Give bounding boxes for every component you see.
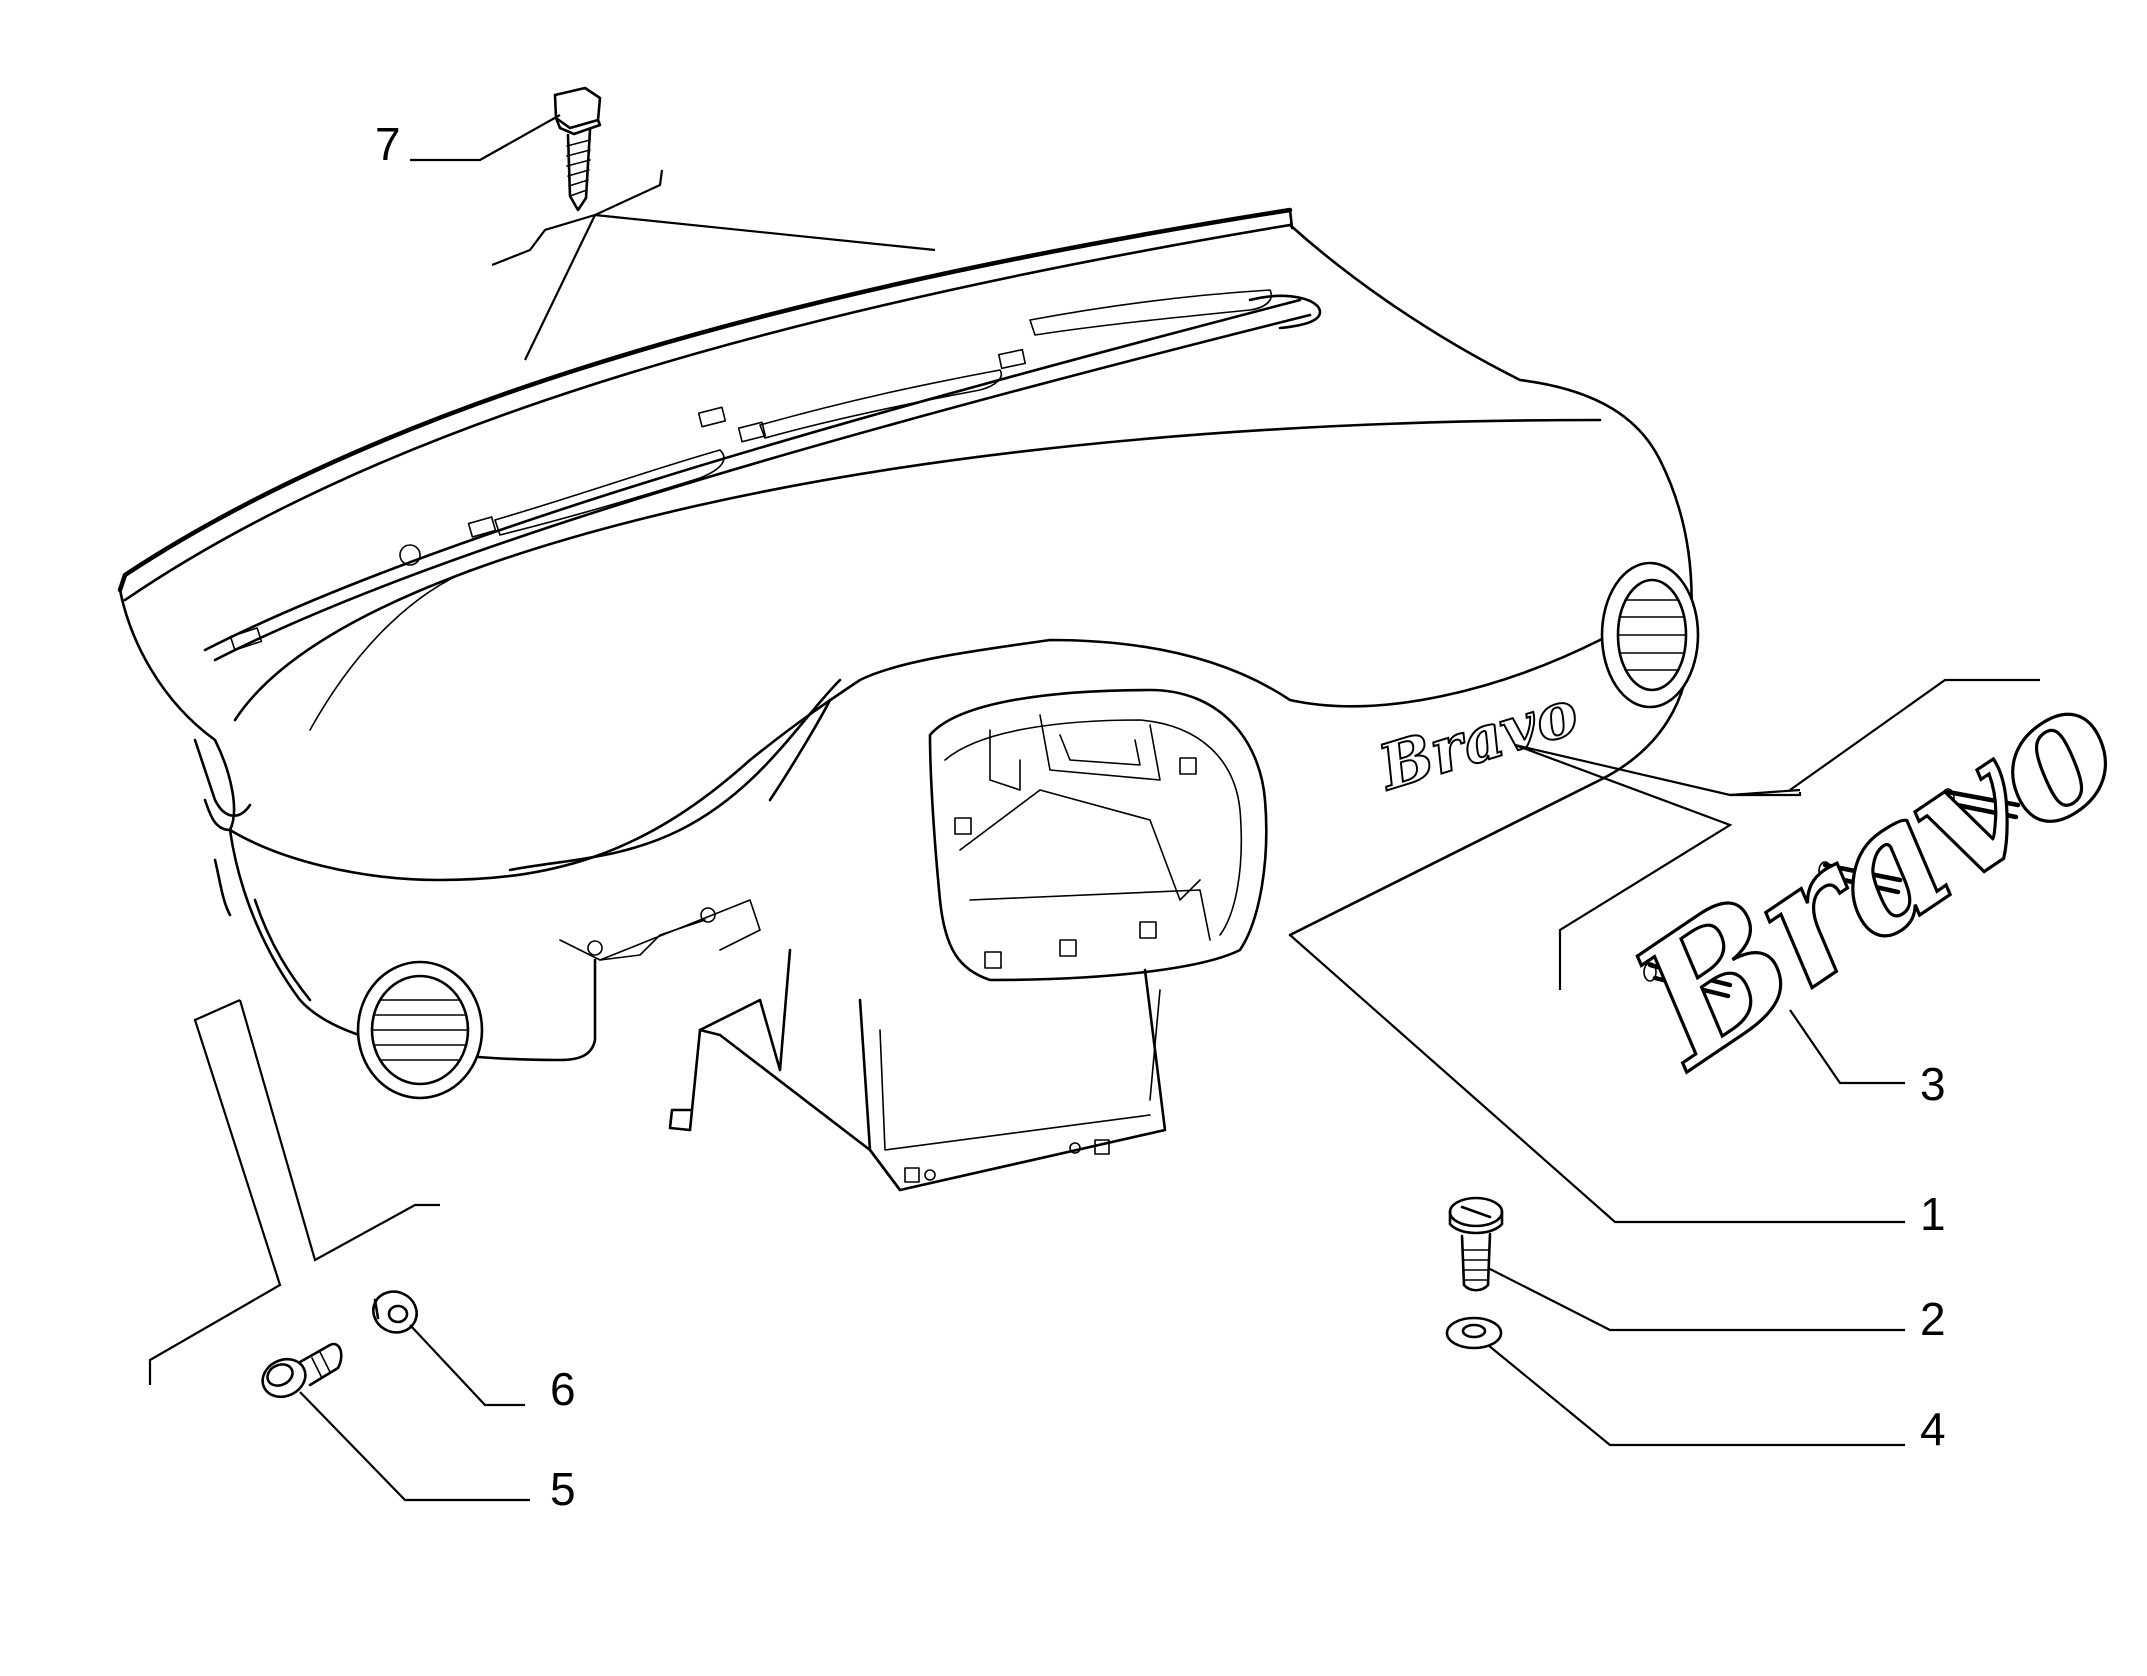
callout-6: 6 [409,1324,576,1415]
callout-2: 2 [1487,1267,1946,1345]
callout-label-4: 4 [1920,1403,1946,1455]
callout-label-5: 5 [550,1463,576,1515]
callout-1: 1 [1289,934,1946,1240]
callout-5: 5 [299,1391,576,1515]
dashboard-bravo-emblem: Bravo [1369,675,1586,805]
callout-label-7: 7 [375,118,401,170]
bravo-emblem-badge: Bravo [1596,642,2147,1107]
self-tapping-screw-7 [553,86,602,212]
washer-4 [1445,1316,1503,1350]
callout-3: 3 [1789,1009,1946,1110]
callout-4: 4 [1487,1344,1946,1455]
dashboard-panel: Bravo [117,207,1700,1192]
callout-label-1: 1 [1920,1188,1946,1240]
washer-6 [372,1290,418,1334]
callout-label-6: 6 [550,1363,576,1415]
emblem-text: Bravo [1598,644,2147,1106]
callout-7: 7 [375,114,561,170]
callout-label-3: 3 [1920,1058,1946,1110]
callout-label-2: 2 [1920,1293,1946,1345]
screw-2 [1448,1196,1504,1292]
bolt-5 [261,1342,343,1399]
assembly-lines [148,169,2040,1385]
